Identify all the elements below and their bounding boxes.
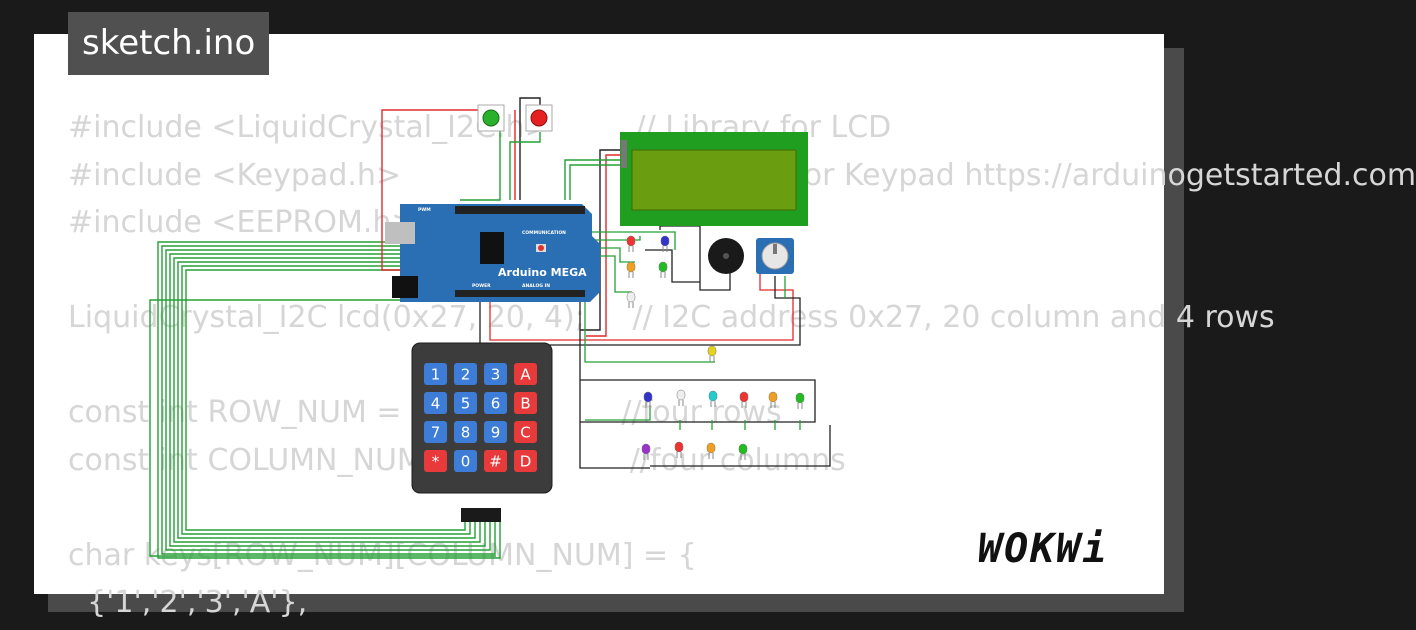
code-line: const int ROW_NUM = 4; //four rows — [68, 395, 782, 430]
analog-label: ANALOG IN — [522, 283, 550, 289]
keypad-key[interactable]: 0 — [454, 450, 477, 472]
keypad-key[interactable]: C — [514, 421, 537, 443]
keypad-key-label: 5 — [461, 395, 471, 413]
led — [706, 442, 716, 459]
led — [643, 391, 653, 408]
green-pushbutton[interactable] — [477, 104, 505, 132]
keypad-key-label: D — [520, 453, 532, 471]
led — [674, 441, 684, 458]
keypad-key-label: 8 — [461, 424, 471, 442]
keypad-key-label: 9 — [491, 424, 501, 442]
keypad-key[interactable]: A — [514, 363, 537, 385]
buzzer — [708, 238, 744, 274]
led — [660, 235, 670, 252]
keypad-key-label: 2 — [461, 366, 471, 384]
keypad-wires — [149, 241, 501, 559]
lcd-display — [620, 132, 808, 226]
power-label: POWER — [472, 283, 491, 289]
keypad-key[interactable]: 9 — [484, 421, 507, 443]
led — [795, 392, 805, 409]
keypad-key-label: * — [432, 453, 440, 471]
keypad-key-label: C — [520, 424, 530, 442]
led — [768, 391, 778, 408]
led — [626, 291, 636, 308]
wokwi-logo: WOKWi — [978, 526, 1109, 572]
circuit-diagram: Arduino MEGA COMMUNICATION POWER ANALOG … — [149, 97, 831, 559]
code-line: {'1','2','3','A'}, — [68, 585, 308, 620]
keypad-key-label: 0 — [461, 453, 471, 471]
code-line: LiquidCrystal_I2C lcd(0x27, 20, 4); // I… — [68, 300, 1275, 335]
led — [626, 235, 636, 252]
keypad-key-label: # — [489, 453, 502, 471]
keypad-key-label: 7 — [431, 424, 441, 442]
keypad-key[interactable]: B — [514, 392, 537, 414]
sketch-tab[interactable]: sketch.ino — [68, 12, 270, 75]
led — [626, 261, 636, 278]
keypad-key[interactable]: * — [424, 450, 447, 472]
led — [708, 390, 718, 407]
keypad-key[interactable]: D — [514, 450, 537, 472]
communication-label: COMMUNICATION — [522, 230, 566, 236]
keypad-key-label: A — [520, 366, 531, 384]
led — [738, 443, 748, 460]
led — [707, 345, 717, 362]
code-line: char keys[ROW_NUM][COLUMN_NUM] = { — [68, 537, 697, 573]
keypad-key[interactable]: 6 — [484, 392, 507, 414]
preview-card: #include <LiquidCrystal_I2C.h> // Librar… — [34, 34, 1416, 620]
keypad-key[interactable]: # — [484, 450, 507, 472]
keypad-key[interactable]: 4 — [424, 392, 447, 414]
led — [641, 443, 651, 460]
keypad-key-label: 6 — [491, 395, 501, 413]
component-wires — [479, 225, 831, 469]
arduino-mega-board: Arduino MEGA COMMUNICATION POWER ANALOG … — [385, 204, 600, 302]
keypad-key[interactable]: 7 — [424, 421, 447, 443]
keypad-key[interactable]: 5 — [454, 392, 477, 414]
membrane-keypad: 1 2 3 A 4 5 6 B 7 8 9 C * 0 # D — [411, 342, 553, 522]
red-pushbutton[interactable] — [525, 104, 553, 132]
keypad-key[interactable]: 8 — [454, 421, 477, 443]
potentiometer[interactable] — [756, 238, 794, 274]
keypad-key-label: 4 — [431, 395, 441, 413]
button-wires — [381, 97, 541, 271]
keypad-key[interactable]: 1 — [424, 363, 447, 385]
keypad-key-label: 3 — [491, 366, 501, 384]
keypad-key-label: 1 — [431, 366, 441, 384]
board-name: Arduino MEGA — [498, 266, 587, 279]
led — [739, 391, 749, 408]
led-group — [626, 235, 805, 460]
led — [658, 261, 668, 278]
keypad-key[interactable]: 3 — [484, 363, 507, 385]
keypad-key[interactable]: 2 — [454, 363, 477, 385]
keypad-key-label: B — [520, 395, 530, 413]
pwm-label: PWM — [418, 207, 431, 213]
led — [676, 389, 686, 406]
